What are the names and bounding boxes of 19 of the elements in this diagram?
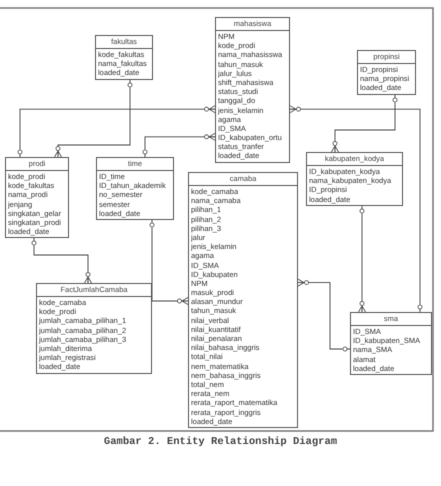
relationship-line <box>18 105 216 158</box>
relationship-line <box>142 132 216 158</box>
entity-table <box>96 157 174 220</box>
entity-table <box>350 312 432 375</box>
relationship-line <box>290 105 422 312</box>
relationship-line <box>150 220 188 305</box>
entity-table <box>215 17 290 163</box>
entity-table <box>36 283 152 374</box>
figure-caption: Gambar 2. Entity Relationship Diagram <box>102 436 338 448</box>
relationship-line <box>32 238 92 284</box>
relationship-line <box>54 80 132 158</box>
relationship-line <box>358 206 366 312</box>
entity-table <box>306 152 403 206</box>
entity-table <box>357 50 416 95</box>
relationship-line <box>298 278 350 352</box>
entity-table <box>95 35 153 80</box>
relationship-line <box>331 94 398 152</box>
entity-table <box>5 157 69 238</box>
entity-table <box>188 172 298 428</box>
